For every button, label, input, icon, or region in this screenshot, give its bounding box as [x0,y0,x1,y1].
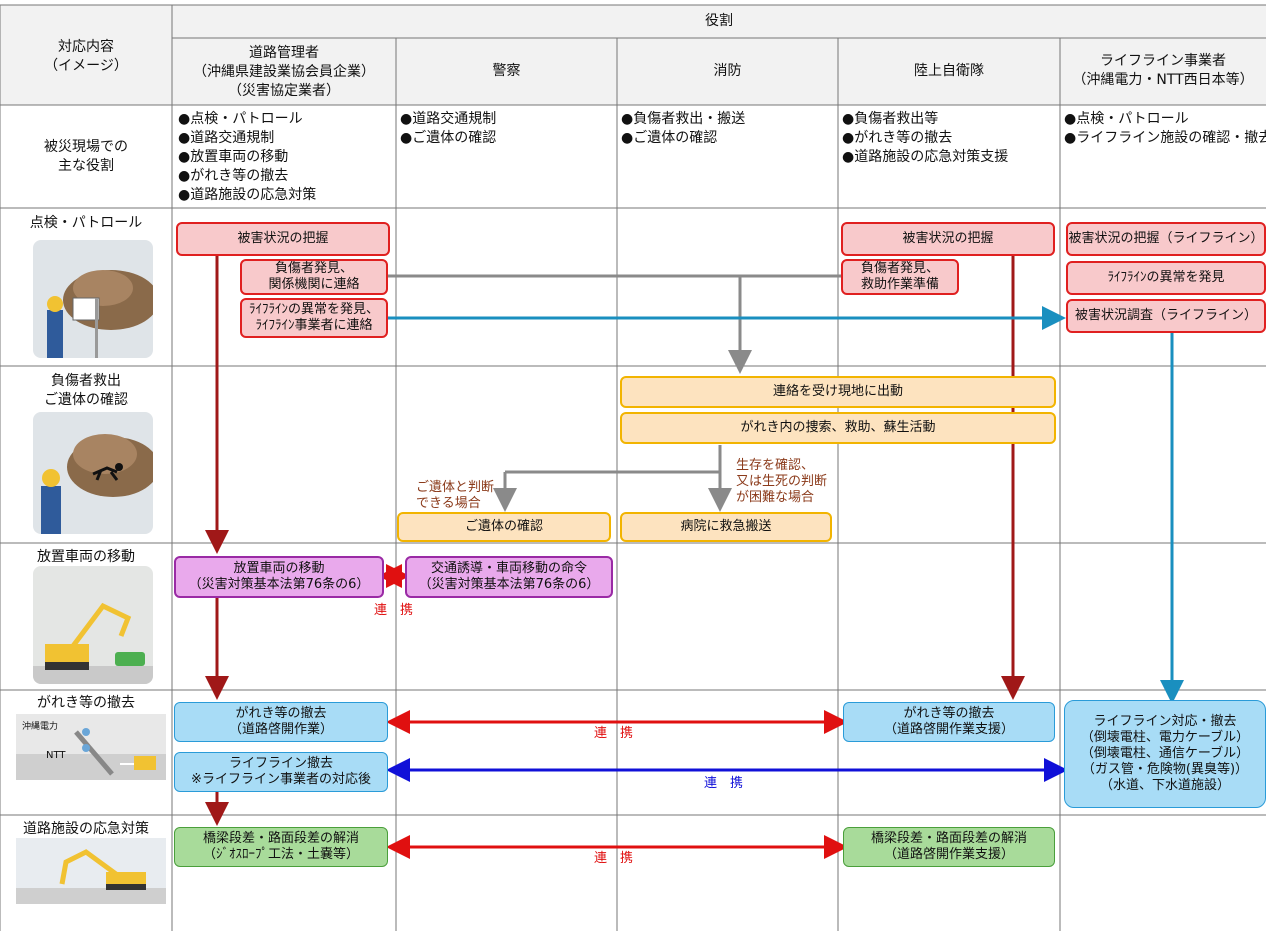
patrol-illustration [33,240,153,358]
image-text-okinawa-power: 沖縄電力 [22,722,59,732]
roles-lifeline: ●点検・パトロール ●ライフライン施設の確認・撤去 [1064,111,1266,146]
box-lifeline-survey: 被害状況調査（ライフライン） [1066,299,1266,333]
header-sdf: 陸上自衛隊 [914,63,984,79]
box-lifeline-abnormal-found: ﾗｲﾌﾗｲﾝの異常を発見 [1066,261,1266,295]
header-content: 対応内容 （イメージ） [44,39,128,74]
label-cooperation-1b: 携 [400,603,414,618]
header-police: 警察 [492,63,521,79]
box-dispatch: 連絡を受け現地に出動 [620,376,1056,408]
box-vehicle-move: 放置車両の移動 （災害対策基本法第76条の6） [174,556,384,598]
box-lifeline-removal: ライフライン撤去 ※ライフライン事業者の対応後 [174,752,388,792]
label-cooperation-1a: 連 [374,603,388,618]
row-label-debris: がれき等の撤去 [37,695,135,711]
box-search-rescue: がれき内の捜索、救助、蘇生活動 [620,412,1056,444]
box-traffic-order: 交通誘導・車両移動の命令 （災害対策基本法第76条の6） [405,556,613,598]
label-alive-case: 生存を確認、 又は生死の判断 が困難な場合 [736,458,828,505]
road-repair-illustration [16,838,166,904]
roles-police: ●道路交通規制 ●ご遺体の確認 [400,111,497,146]
header-fire: 消防 [713,63,742,79]
header-lifeline: ライフライン事業者 （沖縄電力・NTT西日本等） [1072,53,1254,88]
box-debris-sdf: がれき等の撤去 （道路啓開作業支援） [843,702,1055,742]
image-text-ntt: NTT [46,750,66,761]
box-sdf-damage-assessment: 被害状況の把握 [841,222,1055,256]
box-road-lifeline-abnormal: ﾗｲﾌﾗｲﾝの異常を発見、 ﾗｲﾌﾗｲﾝ事業者に連絡 [240,298,388,338]
roles-road: ●点検・パトロール ●道路交通規制 ●放置車両の移動 ●がれき等の撤去 ●道路施… [178,111,317,203]
row-label-road-facility: 道路施設の応急対策 [23,821,149,837]
header-roles: 役割 [705,13,733,29]
debris-illustration [16,714,166,780]
box-debris-road: がれき等の撤去 （道路啓開作業） [174,702,388,742]
box-road-injured-found: 負傷者発見、 関係機関に連絡 [240,259,388,295]
box-sdf-injured-found: 負傷者発見、 救助作業準備 [841,259,959,295]
label-body-case: ご遺体と判断 できる場合 [416,480,495,511]
box-body-confirmation: ご遺体の確認 [397,512,611,542]
label-cooperation-3: 連 携 [704,776,744,791]
label-cooperation-2: 連 携 [594,726,634,741]
box-hospital-transport: 病院に救急搬送 [620,512,832,542]
box-lifeline-response: ライフライン対応・撤去 （倒壊電柱、電力ケーブル） （倒壊電柱、通信ケーブル） … [1064,700,1266,808]
row-label-vehicle: 放置車両の移動 [37,549,135,565]
row-label-rescue: 負傷者救出 ご遺体の確認 [44,373,128,408]
vehicle-illustration [33,566,153,684]
box-bridge-sdf: 橋梁段差・路面段差の解消 （道路啓開作業支援） [843,827,1055,867]
rescue-illustration [33,412,153,534]
box-lifeline-damage-assessment: 被害状況の把握（ライフライン） [1066,222,1266,256]
box-bridge-road: 橋梁段差・路面段差の解消 （ｼﾞｵｽﾛｰﾌﾟ工法・土嚢等） [174,827,388,867]
header-road-manager: 道路管理者 （沖縄県建設業協会員企業） （災害協定業者） [193,45,375,99]
row-label-patrol: 点検・パトロール [29,215,143,231]
label-cooperation-4: 連 携 [594,851,634,866]
box-road-damage-assessment: 被害状況の把握 [176,222,390,256]
roles-fire: ●負傷者救出・搬送 ●ご遺体の確認 [621,111,746,146]
roles-sdf: ●負傷者救出等 ●がれき等の撤去 ●道路施設の応急対策支援 [842,111,1009,165]
roles-row-label: 被災現場での 主な役割 [44,139,128,174]
